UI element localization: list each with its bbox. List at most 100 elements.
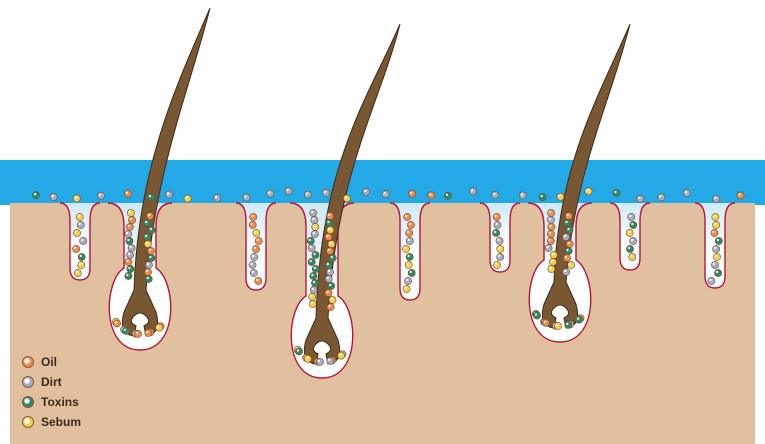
particle — [493, 261, 500, 268]
toxin-particle-icon — [22, 396, 34, 408]
particle — [146, 212, 153, 219]
particle — [712, 213, 719, 220]
particle — [312, 223, 319, 230]
particle — [406, 229, 413, 236]
particle — [78, 253, 85, 260]
particle — [255, 277, 262, 284]
particle — [304, 191, 311, 198]
particle — [542, 319, 549, 326]
particle — [255, 237, 262, 244]
particle — [497, 253, 504, 260]
particle — [519, 192, 526, 199]
particle — [565, 247, 572, 254]
particle — [626, 245, 633, 252]
particle — [382, 191, 389, 198]
particle — [737, 192, 744, 199]
particle — [310, 286, 317, 293]
particle — [134, 330, 141, 337]
water-layer — [0, 160, 765, 205]
particle — [327, 357, 334, 364]
particle — [166, 191, 173, 198]
particle — [148, 254, 155, 261]
particle — [250, 269, 257, 276]
particle — [565, 321, 572, 328]
particle — [343, 195, 350, 202]
particle — [713, 253, 720, 260]
particle — [327, 303, 334, 310]
particle — [148, 226, 155, 233]
particle — [326, 268, 333, 275]
particle — [629, 253, 636, 260]
particle — [713, 195, 720, 202]
particle — [554, 322, 561, 329]
particle — [628, 213, 635, 220]
particle — [406, 253, 413, 260]
particle — [404, 213, 411, 220]
particle — [325, 261, 332, 268]
particle — [626, 229, 633, 236]
particle — [548, 223, 555, 230]
particle — [409, 190, 416, 197]
particle — [144, 240, 151, 247]
particle — [363, 188, 370, 195]
particle — [576, 316, 583, 323]
particle — [253, 229, 260, 236]
particle — [613, 189, 620, 196]
particle — [493, 213, 500, 220]
particle — [469, 188, 476, 195]
particle — [708, 277, 715, 284]
particle — [80, 237, 87, 244]
legend-item-sebum: Sebum — [22, 412, 81, 432]
dirt-particle-icon — [22, 376, 34, 388]
particle — [243, 194, 250, 201]
particle — [630, 221, 637, 228]
particle — [566, 226, 573, 233]
particle — [327, 226, 334, 233]
particle — [564, 219, 571, 226]
particle — [444, 192, 451, 199]
particle — [311, 279, 318, 286]
particle — [328, 240, 335, 247]
particle — [403, 285, 410, 292]
particle — [322, 189, 329, 196]
particle — [557, 193, 564, 200]
particle — [127, 265, 134, 272]
particle — [267, 190, 274, 197]
particle — [658, 194, 665, 201]
legend-label-oil: Oil — [41, 355, 57, 369]
particle — [549, 258, 556, 265]
particle — [329, 296, 336, 303]
particle — [76, 213, 83, 220]
particle — [715, 237, 722, 244]
particle — [308, 244, 315, 251]
particle — [78, 261, 85, 268]
particle — [711, 229, 718, 236]
particle — [73, 195, 80, 202]
particle — [539, 194, 546, 201]
particle — [713, 245, 720, 252]
particle — [97, 192, 104, 199]
particle — [585, 188, 592, 195]
legend-label-sebum: Sebum — [41, 415, 81, 429]
particle — [562, 233, 569, 240]
particle — [547, 216, 554, 223]
particle — [312, 251, 319, 258]
sebum-particle-icon — [22, 416, 34, 428]
particle — [428, 192, 435, 199]
particle — [309, 300, 316, 307]
legend-label-toxins: Toxins — [41, 395, 79, 409]
particle — [492, 191, 499, 198]
particle — [326, 247, 333, 254]
particle — [147, 247, 154, 254]
particle — [310, 272, 317, 279]
particle — [328, 282, 335, 289]
particle — [125, 272, 132, 279]
particle — [145, 275, 152, 282]
particle — [496, 237, 503, 244]
particle — [127, 209, 134, 216]
particle — [145, 261, 152, 268]
particle — [249, 221, 256, 228]
particle — [327, 212, 334, 219]
particle — [144, 268, 151, 275]
